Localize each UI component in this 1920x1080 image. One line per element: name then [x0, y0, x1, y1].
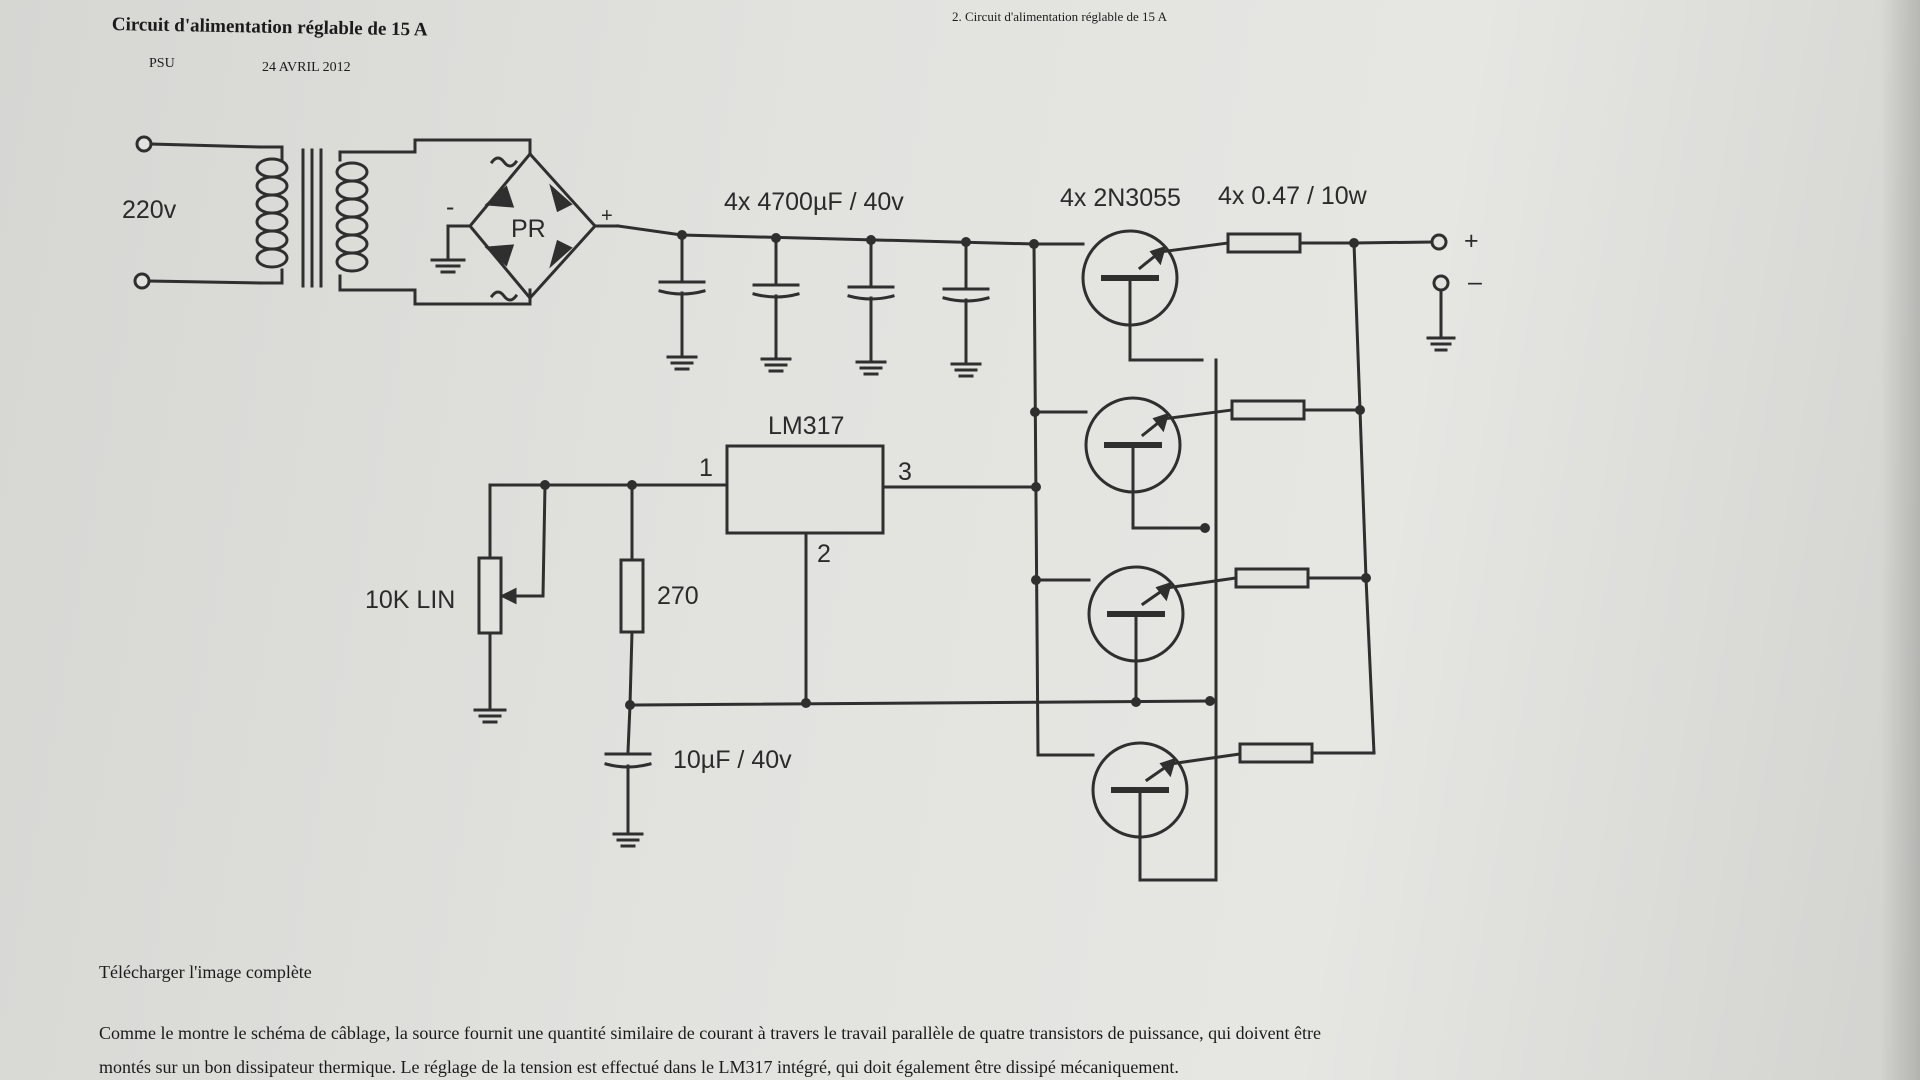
pin-3-label: 3: [898, 458, 912, 486]
resistors-label: 4x 0.47 / 10w: [1218, 182, 1368, 210]
publish-date: 24 AVRIL 2012: [262, 60, 351, 75]
resistor-270-label: 270: [657, 582, 699, 610]
paragraph-line: montés sur un bon dissipateur thermique.…: [99, 1057, 1179, 1077]
pin-1-label: 1: [699, 454, 713, 482]
category-tag[interactable]: PSU: [149, 56, 175, 71]
page-header: 2. Circuit d'alimentation réglable de 15…: [952, 9, 1167, 24]
paragraph-line: Comme le montre le schéma de câblage, la…: [99, 1023, 1322, 1043]
collector-bus: [1032, 242, 1095, 757]
output-plus-label: +: [1464, 227, 1479, 255]
bridge-plus-label: +: [601, 205, 613, 227]
download-image-link[interactable]: Télécharger l'image complète: [99, 962, 312, 982]
filter-capacitor-bank: [658, 233, 990, 378]
positive-rail: [680, 233, 1036, 246]
lm317-regulator: [488, 444, 1037, 705]
pin-2-label: 2: [817, 540, 831, 568]
bridge-label: PR: [511, 215, 546, 243]
bridge-rectifier: [430, 151, 684, 302]
capacitor-10uf-label: 10µF / 40v: [673, 746, 792, 774]
transformer-symbol: [255, 138, 532, 306]
input-terminals: [133, 135, 262, 290]
power-transistors: [1081, 229, 1242, 882]
capacitor-10uf: [604, 703, 652, 848]
potentiometer-label: 10K LIN: [365, 586, 455, 614]
emitter-resistors: [1226, 232, 1434, 764]
regulator-label: LM317: [768, 412, 844, 440]
description-paragraph: Comme le montre le schéma de câblage, la…: [99, 1016, 1519, 1080]
potentiometer-10k: [473, 483, 547, 724]
capacitors-label: 4x 4700µF / 40v: [724, 188, 904, 216]
input-voltage-label: 220v: [122, 196, 177, 224]
resistor-270: [619, 483, 645, 707]
transistors-label: 4x 2N3055: [1060, 184, 1181, 212]
page-edge-shadow: [1880, 0, 1920, 1080]
junction-dots: [540, 230, 1371, 710]
bridge-minus-label: -: [446, 193, 454, 221]
adjust-bus: [628, 699, 1212, 707]
output-minus-label: –: [1468, 268, 1482, 296]
output-terminals: [1426, 233, 1456, 352]
